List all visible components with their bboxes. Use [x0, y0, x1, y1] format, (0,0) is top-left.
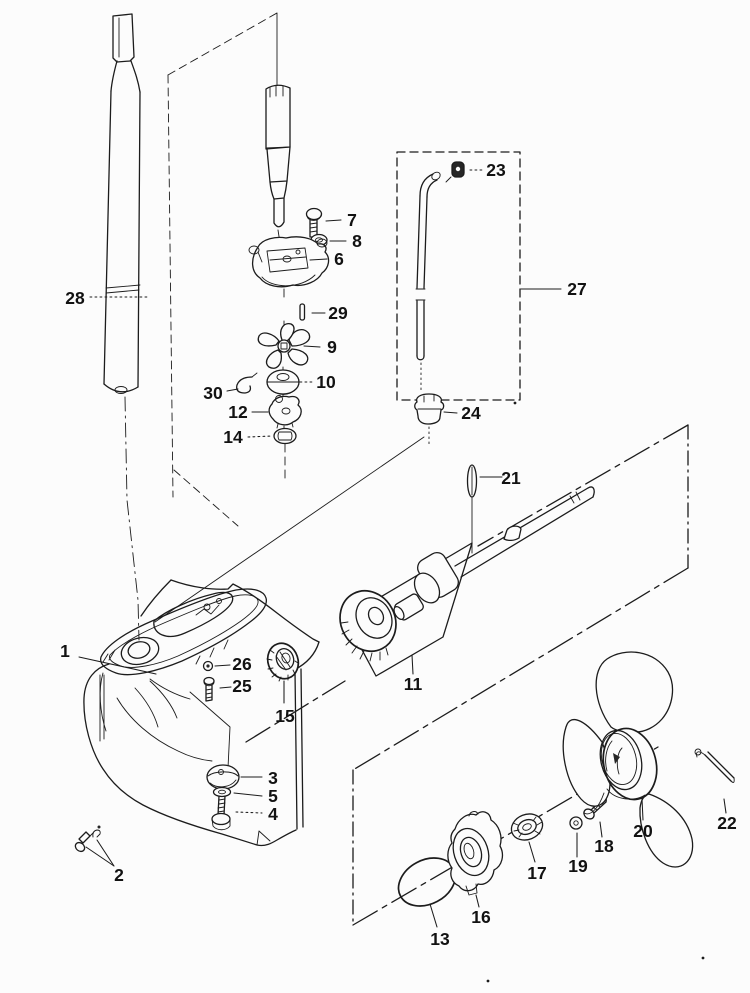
- part-label-7: 7: [347, 210, 357, 230]
- leader-line-17: [528, 841, 536, 863]
- cotter-pin-22: [694, 748, 735, 783]
- leader-line-9: [303, 345, 321, 348]
- part-label-21: 21: [501, 468, 521, 488]
- construction-lines: [124, 12, 689, 926]
- leader-line-20: [641, 798, 644, 821]
- part-label-15: 15: [275, 706, 295, 726]
- leader-line-22: [723, 798, 727, 814]
- screw-25: [203, 676, 215, 702]
- part-label-17: 17: [527, 863, 546, 883]
- anode-screws-2: [74, 825, 101, 853]
- part-label-22: 22: [717, 813, 737, 833]
- part-label-10: 10: [316, 372, 336, 392]
- leader-line-30: [226, 388, 239, 392]
- propeller-blade-bottom: [639, 793, 694, 868]
- scan-speck: [486, 979, 490, 983]
- part-label-5: 5: [268, 786, 278, 806]
- leader-lines: [78, 169, 727, 928]
- washer-5: [212, 786, 232, 798]
- leader-line-16: [475, 894, 480, 908]
- part-label-3: 3: [268, 768, 278, 788]
- clutch-gear-17: [510, 813, 544, 841]
- impeller-9: [257, 323, 311, 369]
- leader-line-5: [233, 792, 263, 797]
- plug-cap-3: [206, 764, 240, 790]
- leader-line-7: [325, 219, 342, 222]
- leader-line-26: [214, 664, 231, 667]
- part-label-4: 4: [268, 804, 278, 824]
- forward-gear: [339, 589, 397, 653]
- washer-19: [569, 816, 583, 830]
- part-label-27: 27: [567, 279, 586, 299]
- part-label-9: 9: [327, 337, 337, 357]
- leader-line-11: [411, 654, 414, 675]
- leader-line-25: [219, 686, 232, 689]
- water-tube-box: [396, 151, 521, 401]
- part-label-2: 2: [114, 865, 124, 885]
- drain-bolt-4: [211, 795, 231, 831]
- water-tube-27: [415, 171, 441, 361]
- scan-speck: [701, 956, 705, 960]
- part-labels: 1234567891011121314151617181920212223242…: [60, 160, 737, 949]
- scan-specks: [486, 401, 705, 983]
- leader-line-6: [309, 258, 328, 261]
- drive-shaft-upper: [265, 84, 291, 228]
- part-label-12: 12: [228, 402, 248, 422]
- propeller-20: [562, 651, 694, 868]
- part-label-24: 24: [461, 403, 481, 423]
- drain-plug-line: [189, 691, 231, 769]
- part-label-18: 18: [594, 836, 614, 856]
- part-label-16: 16: [471, 907, 491, 927]
- impeller-pin-29: [299, 303, 306, 321]
- part-label-8: 8: [352, 231, 362, 251]
- part-label-29: 29: [328, 303, 348, 323]
- clip-30: [236, 372, 258, 394]
- leader-line-24: [443, 411, 458, 414]
- leader-line-4: [235, 811, 263, 814]
- bearing-carrier-16: [447, 811, 504, 896]
- prop-shaft-assembly-11: [339, 486, 595, 677]
- seal-washer-14: [273, 427, 297, 445]
- leader-line-2: [96, 839, 115, 867]
- part-label-19: 19: [568, 856, 588, 876]
- leader-line-13: [429, 903, 438, 928]
- propeller-blade-top: [595, 651, 674, 733]
- part-label-11: 11: [404, 674, 423, 694]
- part-label-14: 14: [223, 427, 243, 447]
- leader-line-14: [247, 435, 273, 438]
- leader-line-1: [78, 656, 157, 675]
- part-label-25: 25: [232, 676, 252, 696]
- leader-line-2: [85, 846, 115, 867]
- part-label-1: 1: [60, 641, 70, 661]
- shear-pin-21: [466, 464, 478, 498]
- part-label-20: 20: [633, 821, 653, 841]
- scan-speck: [513, 401, 517, 405]
- part-label-26: 26: [232, 654, 252, 674]
- impeller-cup-10: [266, 369, 300, 395]
- part-label-6: 6: [334, 249, 344, 269]
- tube-seal-24: [414, 393, 445, 425]
- part-label-13: 13: [430, 929, 450, 949]
- drive-shaft-long: [103, 13, 141, 394]
- part-label-23: 23: [486, 160, 506, 180]
- part-label-28: 28: [65, 288, 85, 308]
- screw-washer-26: [202, 660, 214, 672]
- leader-line-18: [599, 821, 603, 838]
- water-pump-housing-6: [248, 236, 330, 288]
- pump-base-12: [268, 395, 302, 429]
- tube-clip-23: [445, 161, 465, 183]
- part-label-30: 30: [203, 383, 223, 403]
- pinion-gear-15: [266, 642, 300, 682]
